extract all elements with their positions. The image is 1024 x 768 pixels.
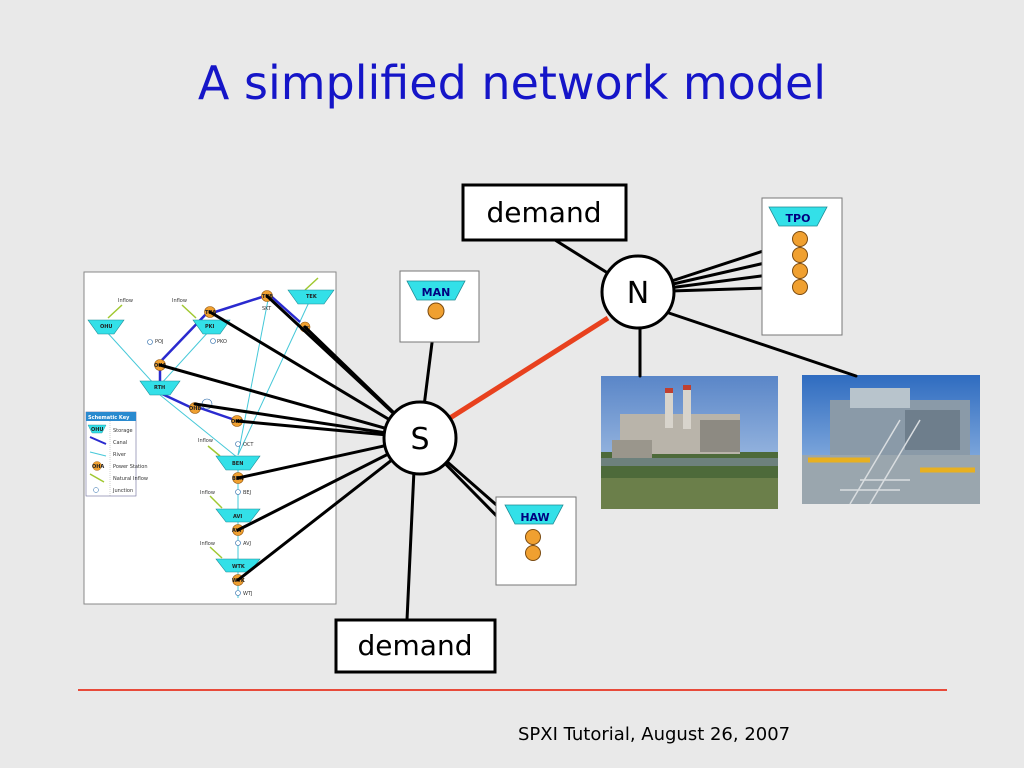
station-man-label: MAN — [422, 286, 451, 299]
key-code: OHU — [91, 427, 104, 433]
junction-label: AVJ — [243, 541, 251, 547]
station-tpo: TPO — [761, 197, 843, 336]
reservoir-label: BEN — [232, 461, 243, 467]
key-item: Power Station — [113, 464, 147, 470]
reservoir-label: RTH — [154, 385, 165, 391]
key-code: OHA — [92, 464, 104, 470]
inflow-label: Inflow — [200, 541, 215, 547]
key-item: Junction — [112, 488, 133, 494]
station-haw: HAW — [495, 496, 577, 586]
node-n: N — [600, 254, 676, 330]
node-s-label: S — [410, 422, 429, 457]
interconnect-link — [448, 315, 610, 421]
station-label: AVI — [232, 528, 241, 534]
junction-label: WTJ — [243, 591, 252, 597]
footer-rule — [78, 689, 947, 691]
demand-top: demand — [461, 183, 628, 242]
key-title: Schematic Key — [88, 415, 130, 421]
schematic-inflows — [107, 277, 319, 559]
station-tpo-label: TPO — [786, 212, 811, 225]
key-item: River — [113, 452, 127, 458]
schematic-key: Schematic Key OHU Storage Canal River OH… — [85, 411, 148, 497]
reservoir-label: AVI — [233, 514, 242, 520]
node-n-label: N — [627, 276, 649, 311]
demand-top-label: demand — [487, 196, 602, 229]
reservoir-label: OHU — [100, 324, 113, 330]
inflow-label: Inflow — [198, 438, 213, 444]
demand-bottom-label: demand — [358, 629, 473, 662]
inflow-label: Inflow — [200, 490, 215, 496]
station-haw-label: HAW — [520, 511, 549, 524]
inflow-label: Inflow — [172, 298, 187, 304]
demand-bottom: demand — [334, 618, 497, 674]
reservoir-label: PKI — [205, 324, 215, 330]
footer-text: SPXI Tutorial, August 26, 2007 — [518, 724, 791, 745]
key-item: Storage — [113, 428, 133, 434]
power-plant-photo — [601, 376, 778, 509]
node-s: S — [382, 400, 458, 476]
station-label: OHB — [189, 406, 201, 412]
reservoir-label: TEK — [306, 294, 318, 300]
key-item: Canal — [113, 440, 127, 446]
reservoir-label: WTK — [232, 564, 246, 570]
slide-title: A simplified network model — [197, 56, 827, 110]
junction-label: PKO — [217, 339, 227, 345]
gas-plant-photo — [802, 375, 980, 505]
junction-label: OCT — [243, 442, 254, 448]
key-item: Natural Inflow — [113, 476, 148, 482]
station-man: MAN — [399, 270, 480, 343]
junction-label: POJ — [155, 339, 163, 345]
schematic-reservoirs — [87, 289, 335, 573]
junction-label: SKT — [262, 306, 272, 312]
hydro-schematic: Inflow Inflow Inflow Inflow Inflow OHU P… — [83, 271, 337, 605]
junction-label: BEJ — [243, 490, 251, 496]
inflow-label: Inflow — [118, 298, 133, 304]
